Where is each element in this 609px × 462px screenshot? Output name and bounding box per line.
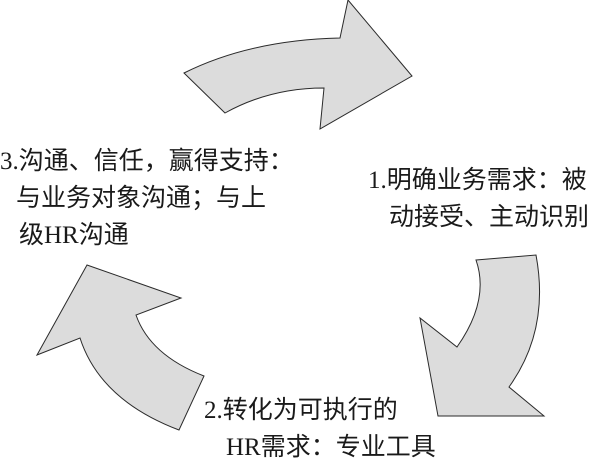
step-3-label: 3.沟通、信任，赢得支持： 与业务对象沟通；与上 级HR沟通 — [0, 143, 294, 254]
step-3-line-2: 与业务对象沟通；与上 — [16, 185, 267, 212]
step-3-line-3: 级HR沟通 — [19, 222, 129, 249]
step-1-line-1: 1.明确业务需求：被 — [368, 167, 587, 194]
step-3-line-1: 3.沟通、信任，赢得支持： — [0, 148, 294, 175]
top-curved-arrow — [183, 0, 413, 130]
step-2-line-2: HR需求：专业工具 — [226, 434, 436, 461]
step-1-line-2: 动接受、主动识别 — [389, 204, 590, 231]
step-2-line-1: 2.转化为可执行的 — [204, 397, 398, 424]
step-2-label: 2.转化为可执行的 HR需求：专业工具 — [204, 392, 436, 462]
left-curved-arrow — [35, 264, 205, 431]
step-1-label: 1.明确业务需求：被 动接受、主动识别 — [368, 162, 589, 236]
right-curved-arrow — [419, 254, 546, 417]
